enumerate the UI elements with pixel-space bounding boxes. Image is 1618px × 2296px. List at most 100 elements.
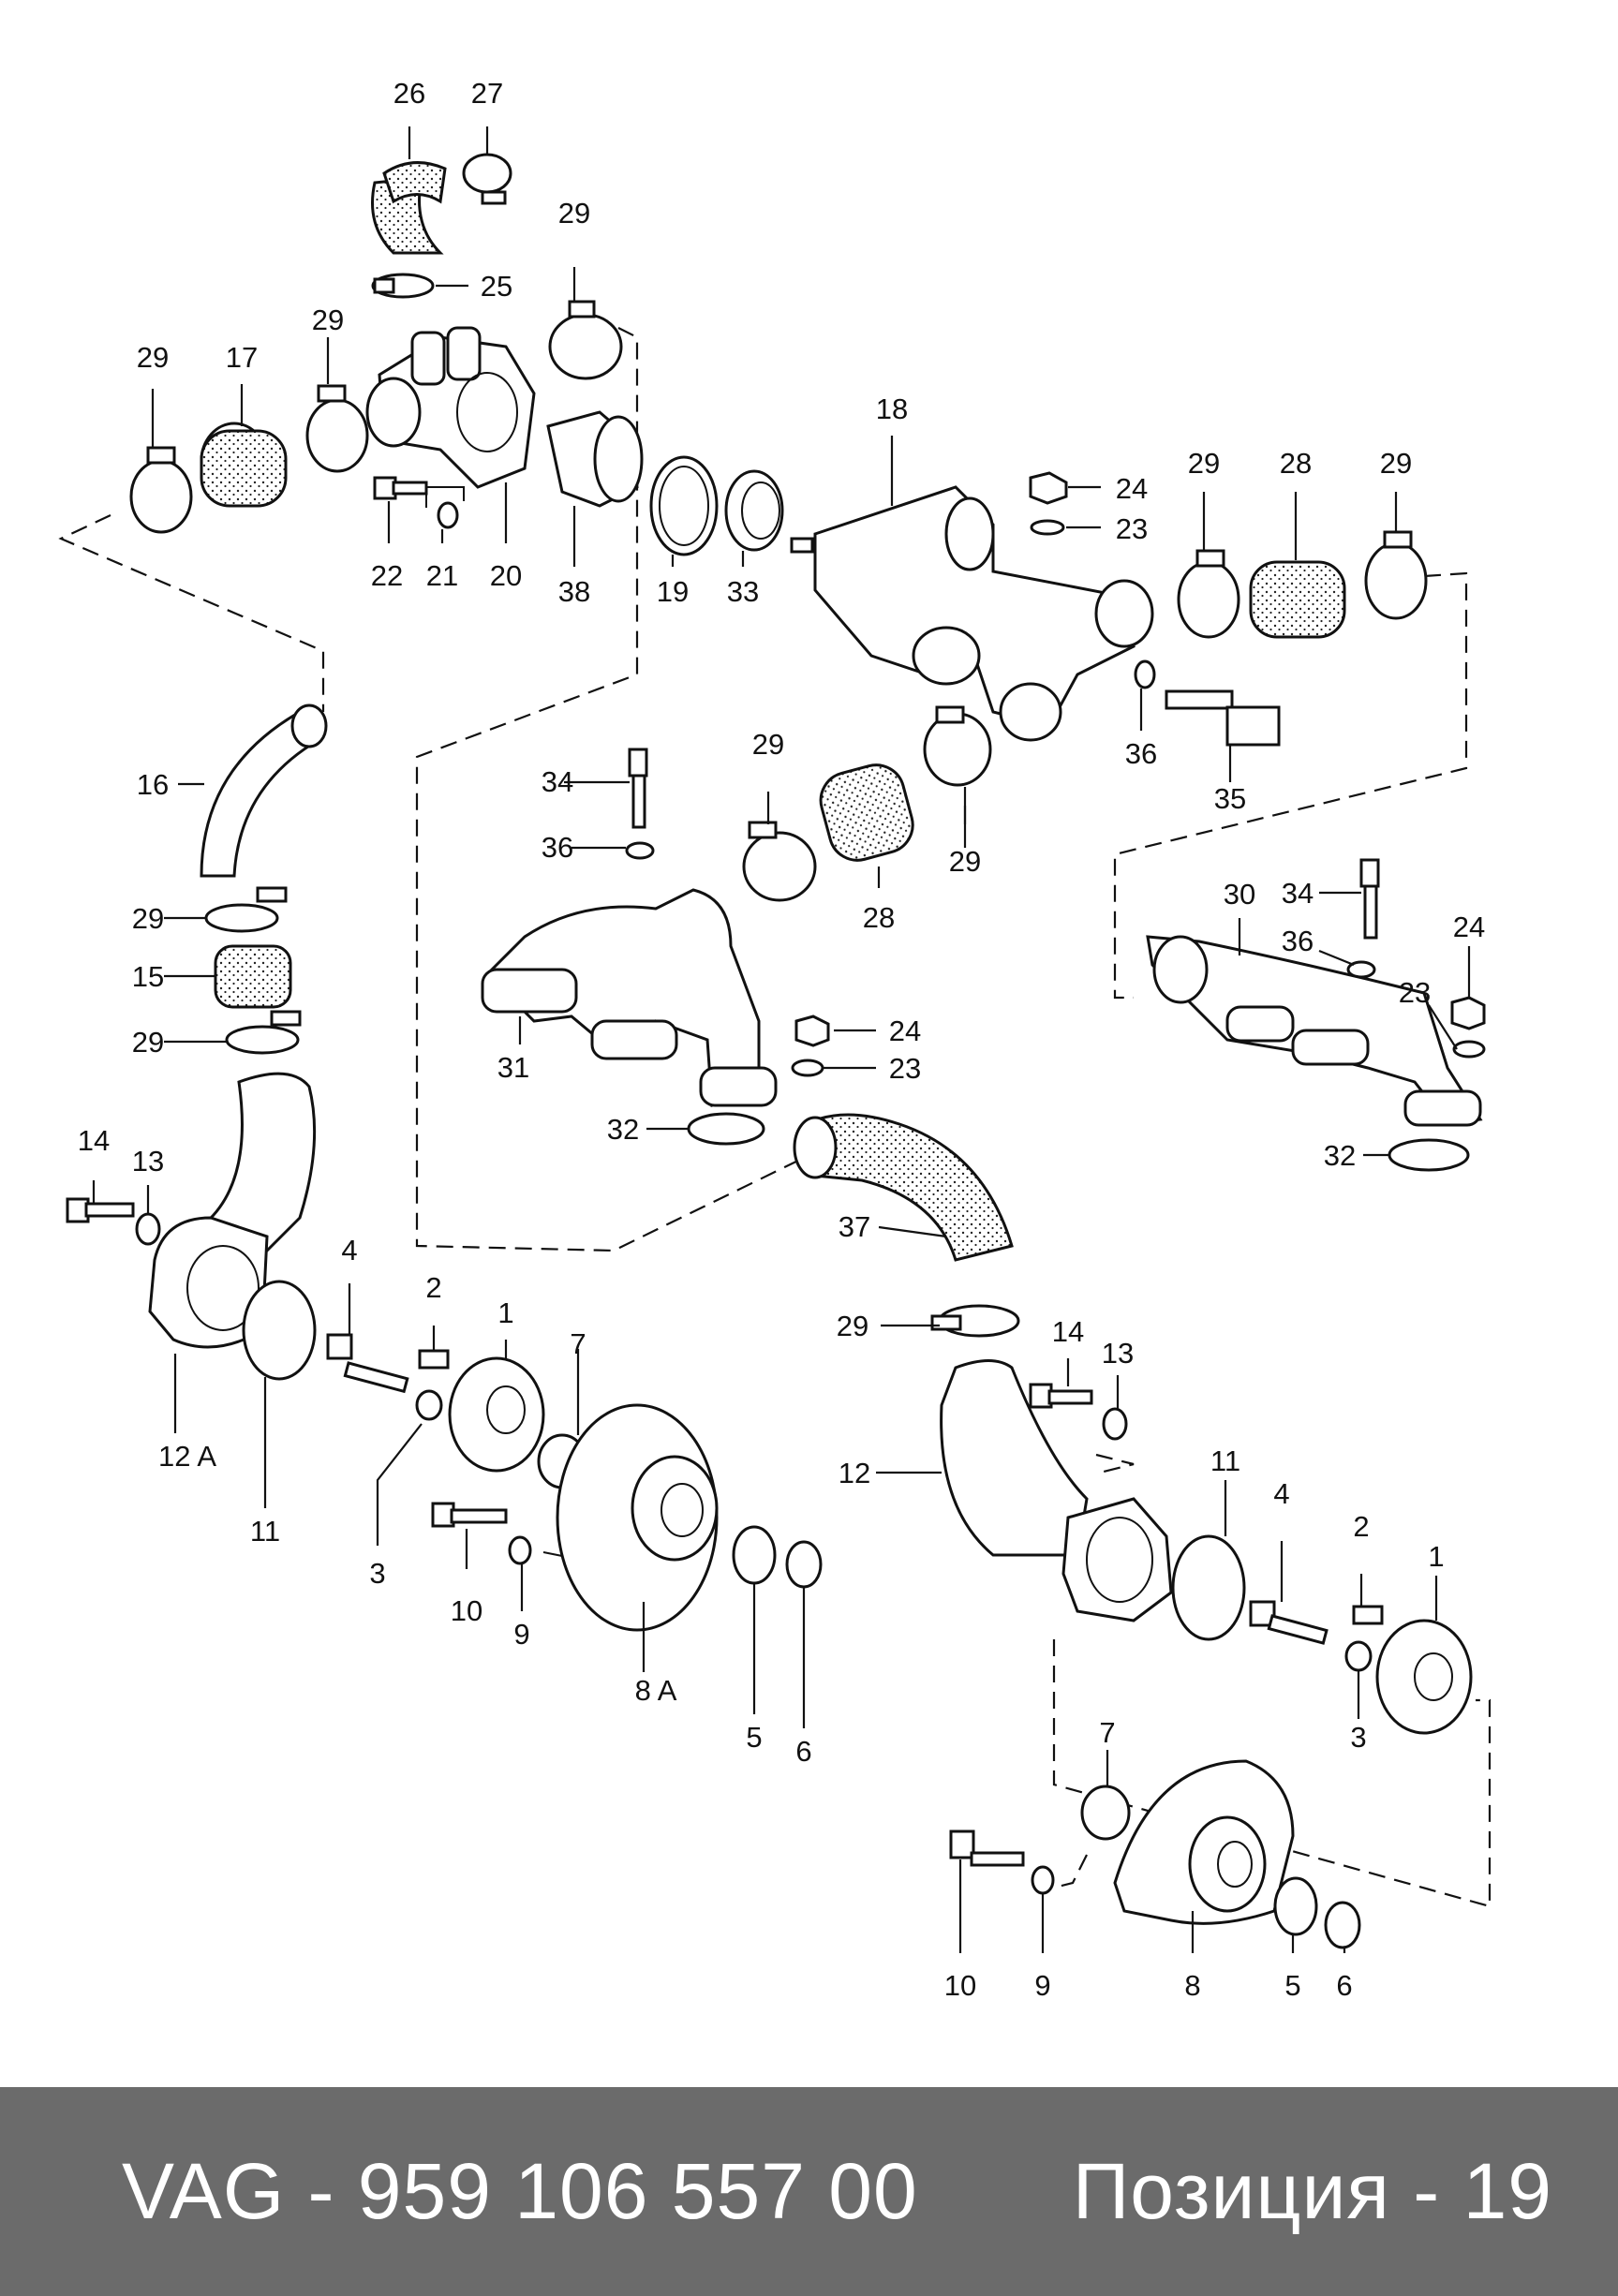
- callout-1: 1: [1428, 1540, 1444, 1573]
- callout-9: 9: [513, 1618, 529, 1651]
- callout-29: 29: [132, 902, 164, 935]
- part-18-distributor-housing: [790, 485, 1154, 742]
- callout-36: 36: [542, 831, 573, 864]
- part-29-clamp-center-b: [923, 705, 992, 787]
- callout-24: 24: [1116, 472, 1148, 505]
- callout-4: 4: [341, 1234, 357, 1267]
- part-4-stud-right: [1249, 1600, 1329, 1645]
- callout-11: 11: [250, 1515, 280, 1548]
- part-24-nut-center: [794, 1015, 830, 1047]
- callout-29: 29: [312, 304, 344, 336]
- part-12a-pipe: [148, 1072, 317, 1349]
- callout-29: 29: [752, 728, 784, 761]
- callout-6: 6: [1336, 1969, 1352, 2002]
- callout-14: 14: [78, 1124, 110, 1157]
- part-13-washer-left: [135, 1212, 161, 1246]
- callout-22: 22: [371, 559, 403, 592]
- callout-7: 7: [570, 1327, 586, 1360]
- part-19-seal-ring: [649, 455, 719, 556]
- callout-32: 32: [1324, 1139, 1356, 1172]
- part-13-washer-right: [1102, 1407, 1128, 1441]
- part-29-clamp-16: [204, 886, 288, 933]
- callout-28: 28: [863, 901, 895, 934]
- part-10-bolt-left: [431, 1502, 508, 1528]
- parts-exploded-diagram: 26 27 25 29 29 17 29 22 21 20 38 19 33 1…: [58, 77, 1492, 2002]
- callout-38: 38: [558, 575, 590, 608]
- callout-23: 23: [889, 1052, 921, 1085]
- part-28-hose-center: [819, 763, 914, 862]
- callout-1: 1: [497, 1296, 513, 1329]
- part-24-nut: [1029, 471, 1068, 505]
- part-10-bolt-right: [949, 1829, 1025, 1867]
- part-29-clamp-upper: [548, 300, 623, 380]
- callout-17: 17: [226, 341, 258, 374]
- callout-29: 29: [558, 197, 590, 230]
- callout-11: 11: [1210, 1444, 1240, 1477]
- part-32-gasket-right: [1388, 1138, 1470, 1172]
- callout-33: 33: [727, 575, 759, 608]
- part-3-washer-left: [415, 1389, 443, 1421]
- callout-20: 20: [490, 559, 522, 592]
- callout-29: 29: [949, 845, 981, 878]
- part-38-thermostat: [546, 410, 644, 508]
- callout-19: 19: [657, 575, 689, 608]
- part-2-key-right: [1352, 1605, 1384, 1625]
- part-17-hose-sleeve: [200, 422, 288, 508]
- part-8-pump-housing-right: [1113, 1759, 1295, 1925]
- part-29-clamp-right-b: [1364, 530, 1428, 620]
- part-29-clamp-center: [742, 821, 817, 902]
- part-6-seal-left: [785, 1540, 823, 1589]
- part-1-impeller-right: [1375, 1619, 1473, 1735]
- part-24-nut-right: [1450, 996, 1486, 1030]
- callout-3: 3: [1350, 1721, 1366, 1754]
- assembly-dashed-lines: [58, 327, 1492, 1908]
- part-36-washer-center: [625, 841, 655, 860]
- callout-12a: 12 A: [158, 1440, 216, 1473]
- part-34-sensor-right: [1359, 858, 1380, 940]
- callout-37: 37: [839, 1210, 870, 1243]
- callout-2: 2: [1353, 1510, 1369, 1543]
- callout-8a: 8 A: [635, 1674, 677, 1707]
- part-7-bearing-right: [1080, 1785, 1131, 1841]
- part-31-exhaust-manifold: [481, 888, 778, 1107]
- callout-34: 34: [1282, 877, 1314, 910]
- callout-24: 24: [1453, 911, 1485, 943]
- part-25-clamp: [371, 273, 435, 299]
- callout-10: 10: [944, 1969, 976, 2002]
- callout-31: 31: [497, 1051, 529, 1084]
- callout-21: 21: [426, 559, 458, 592]
- part-29-clamp-15: [225, 1010, 302, 1055]
- callout-10: 10: [451, 1594, 482, 1627]
- callout-2: 2: [425, 1271, 441, 1304]
- callout-14: 14: [1052, 1315, 1084, 1348]
- part-29-clamp-37: [930, 1304, 1020, 1338]
- part-30-exhaust-manifold-right: [1146, 935, 1483, 1127]
- callout-8: 8: [1184, 1969, 1200, 2002]
- callout-5: 5: [1284, 1969, 1300, 2002]
- part-11-gasket-left: [242, 1280, 317, 1381]
- callout-36: 36: [1125, 737, 1157, 770]
- callout-15: 15: [132, 960, 164, 993]
- callout-32: 32: [607, 1113, 639, 1146]
- part-3-washer-right: [1344, 1640, 1373, 1672]
- position-label: Позиция - 19: [1072, 2147, 1552, 2235]
- part-5-oring-right: [1273, 1876, 1318, 1936]
- part-14-bolt-right: [1029, 1383, 1093, 1409]
- callout-16: 16: [137, 768, 169, 801]
- callout-27: 27: [471, 77, 503, 110]
- callout-13: 13: [1102, 1337, 1134, 1370]
- part-number-label: VAG - 959 106 557 00: [122, 2147, 918, 2235]
- leader-lines: [92, 126, 1471, 1953]
- part-28-hose-sleeve-right: [1249, 560, 1346, 639]
- part-35-temperature-sender: [1165, 689, 1281, 747]
- part-36-washer: [1134, 659, 1156, 689]
- part-34-sensor-center: [628, 748, 648, 829]
- callout-7: 7: [1099, 1716, 1115, 1749]
- part-29-clamp-left: [129, 446, 193, 534]
- part-22-bolt: [373, 476, 428, 500]
- part-5-oring-left: [732, 1525, 777, 1585]
- part-20-thermostat-housing: [365, 326, 536, 489]
- callout-29: 29: [1380, 447, 1412, 480]
- part-2-key-left: [418, 1349, 450, 1370]
- part-9-washer-left: [508, 1535, 532, 1565]
